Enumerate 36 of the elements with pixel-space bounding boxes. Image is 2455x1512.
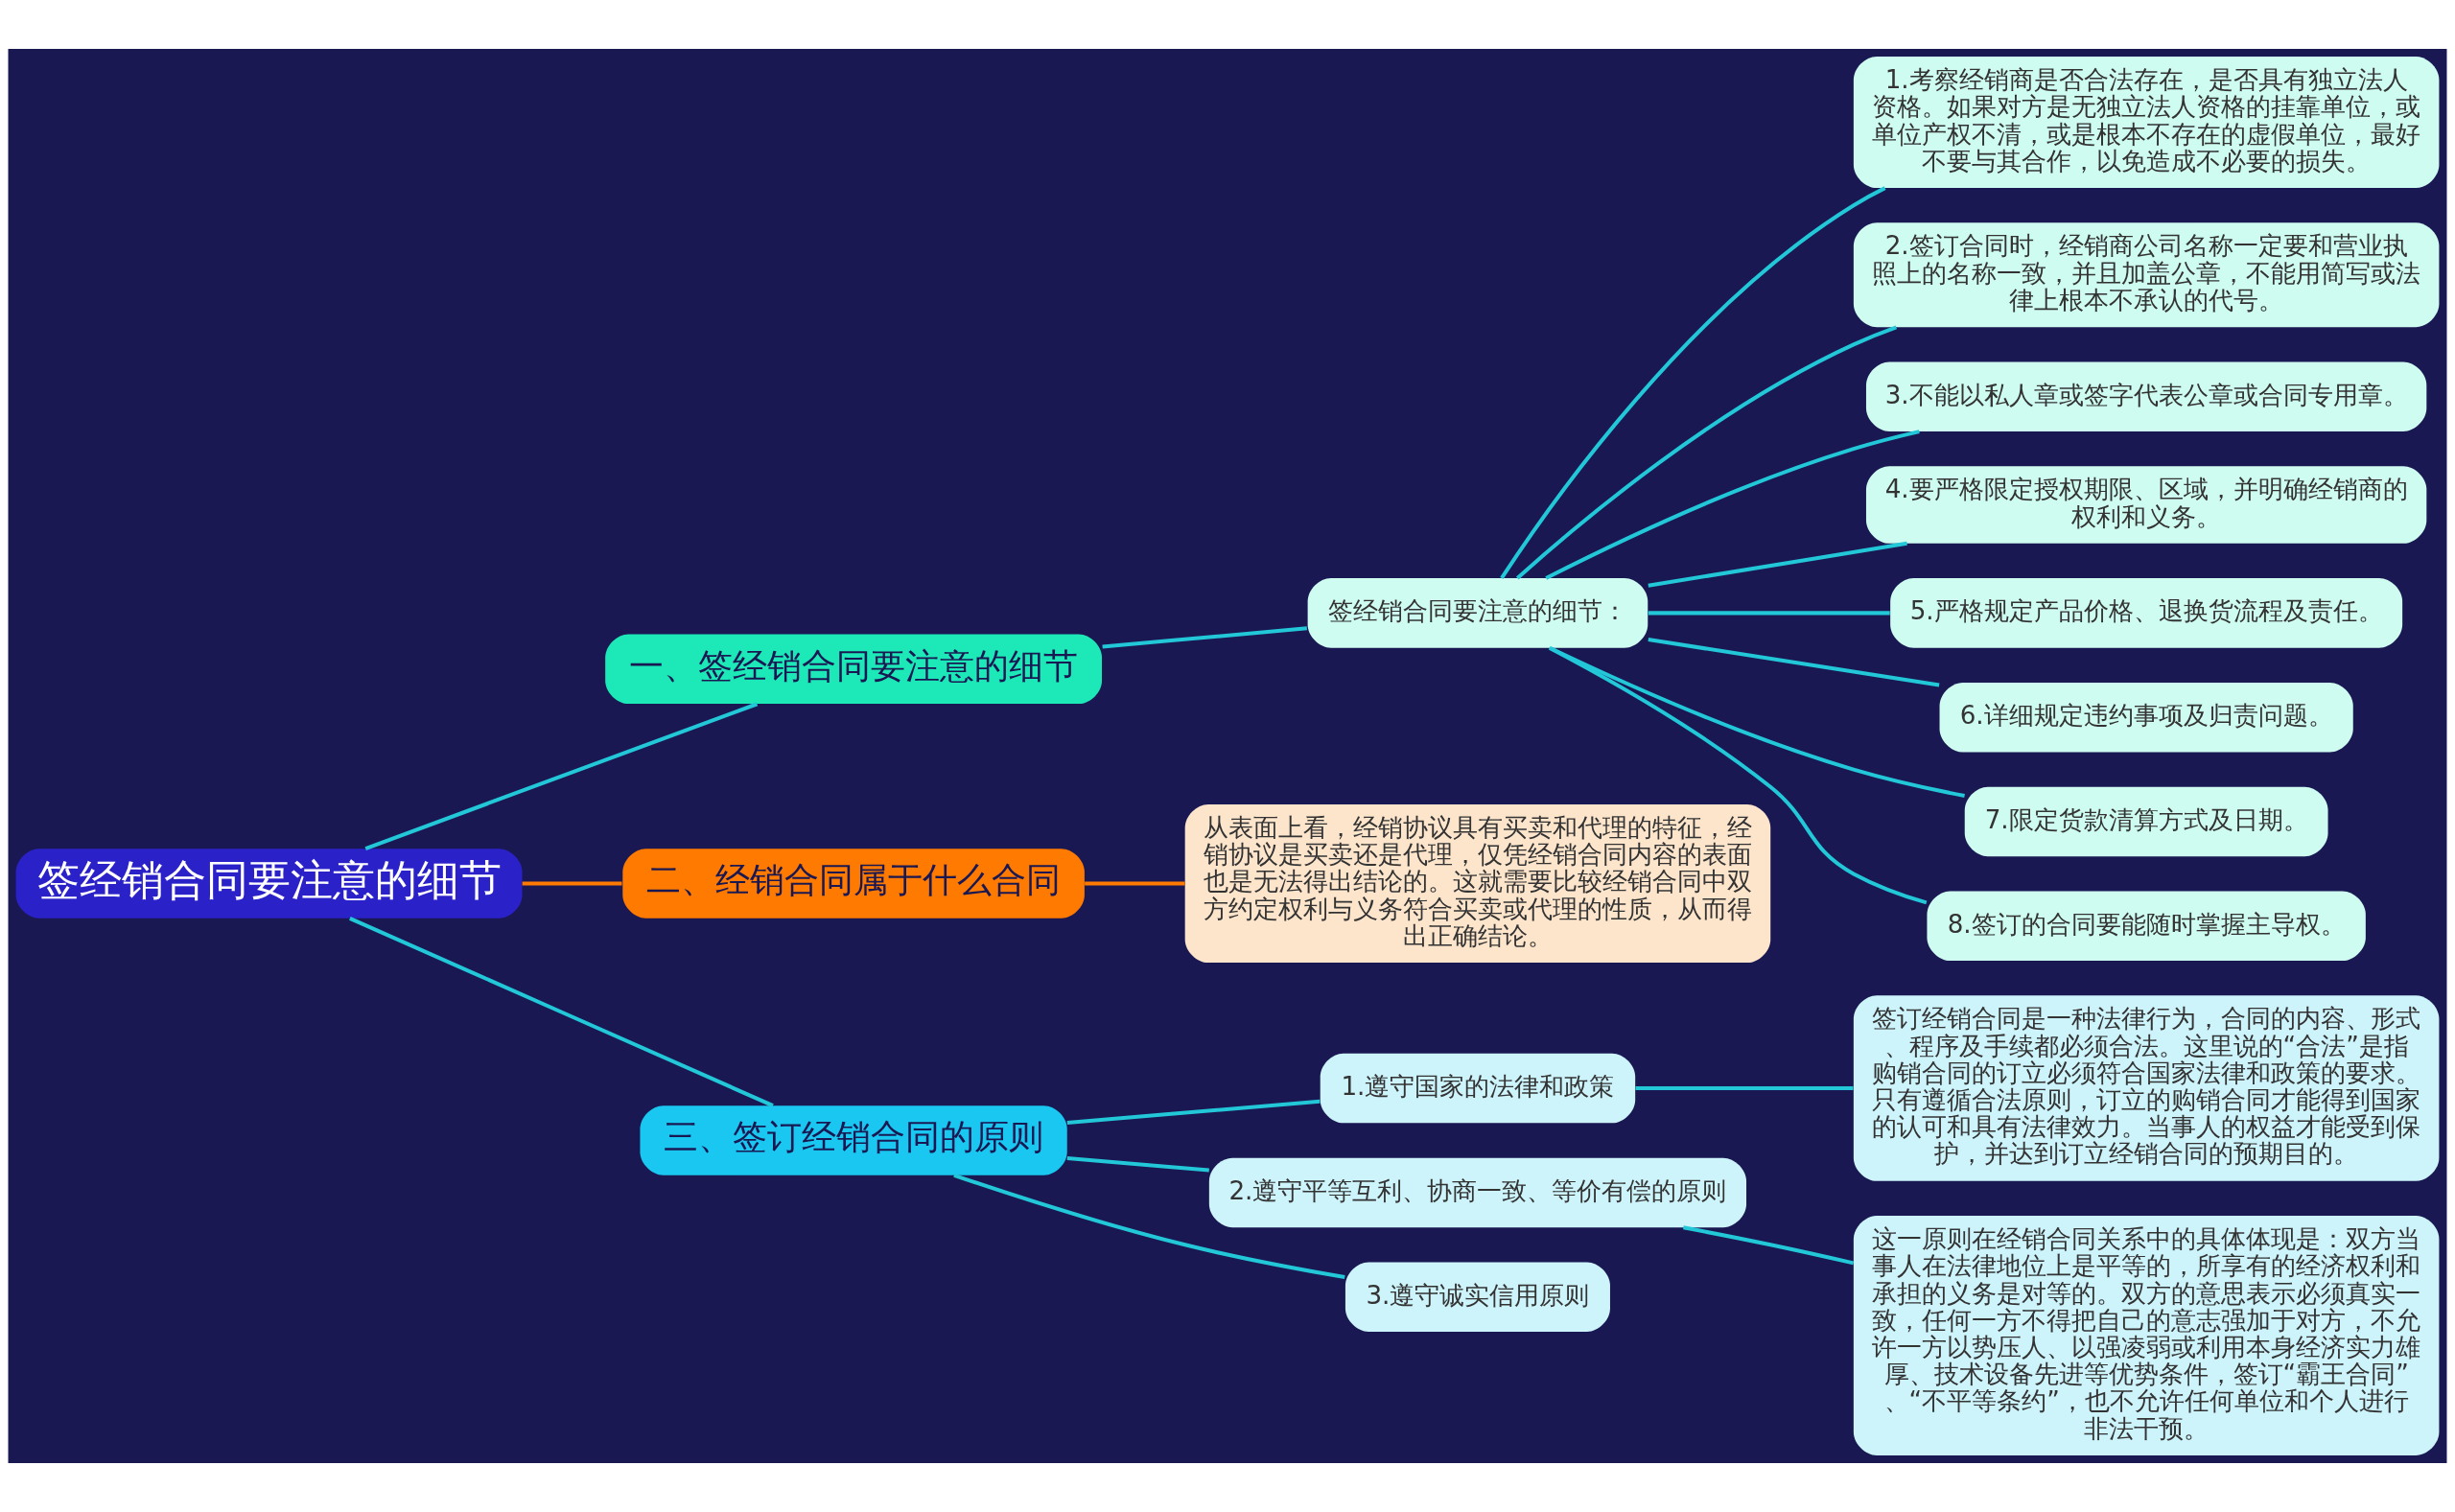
- connector: [1648, 638, 1940, 687]
- connector: [1635, 1086, 1854, 1091]
- connector: [1066, 1156, 1209, 1173]
- connector: [1648, 541, 1907, 588]
- connector: [349, 917, 774, 1107]
- node-box: 三、签订经销合同的原则: [640, 1105, 1067, 1175]
- connector: [522, 881, 622, 886]
- node-box: 签经销合同要注意的细节: [15, 849, 523, 919]
- node-box: 1.考察经销商是否合法存在，是否具有独立法人资格。如果对方是无独立法人资格的挂靠单位，或单位产权不清，或是根本不存在的虚假单位，最好不要与其合作，以免造成不必要的损失。: [1853, 57, 2440, 189]
- node-box: 2.签订合同时，经销商公司名称一定要和营业执照上的名称一致，并且加盖公章，不能用简写或法律上根本不承认的代号。: [1853, 222, 2440, 328]
- node-box: 二、经销合同属于什么合同: [622, 849, 1085, 919]
- connector: [1545, 430, 1920, 580]
- connector: [1500, 186, 1886, 580]
- connector: [1085, 881, 1185, 886]
- node-box: 从表面上看，经销协议具有买卖和代理的特征，经销协议是买卖还是代理，仅凭经销合同内容的表面也是无法得出结论的。这就需要比较经销合同中双方约定权利与义务符合买卖或代理的性质，从而得出正确结论。: [1184, 803, 1771, 964]
- connector: [1102, 626, 1307, 649]
- connector: [1683, 1225, 1855, 1266]
- node-box: 6.详细规定违约事项及归责问题。: [1939, 682, 2353, 753]
- node-box: 3.遵守诚实信用原则: [1344, 1262, 1610, 1332]
- node-box: 4.要严格限定授权期限、区域，并明确经销商的权利和义务。: [1865, 466, 2427, 544]
- connector: [364, 702, 759, 850]
- node-box: 签经销合同要注意的细节：: [1307, 578, 1648, 648]
- node-box: 2.遵守平等互利、协商一致、等价有偿的原则: [1208, 1157, 1747, 1228]
- connector: [1066, 1099, 1321, 1125]
- connector: [953, 1173, 1345, 1280]
- connector: [1515, 325, 1898, 580]
- node-box: 3.不能以私人章或签字代表公章或合同专用章。: [1865, 361, 2427, 431]
- node-box: 7.限定货款清算方式及日期。: [1964, 786, 2328, 857]
- connector: [1648, 611, 1890, 616]
- node-box: 1.遵守国家的法律和政策: [1320, 1053, 1636, 1124]
- node-box: 这一原则在经销合同关系中的具体体现是：双方当事人在法律地位上是平等的，所享有的经济权利和承担的义务是对等的。双方的意思表示必须真实一致，任何一方不得把自己的意志强加于对方，不允许一方以势压人、以强凌弱或利用本身经济实力雄厚、技术设备先进等优势条件，签订“霸王合同”、“不平等条约”，也不允许任何单位和个人进行非法干预。: [1853, 1216, 2440, 1455]
- node-box: 8.签订的合同要能随时掌握主导权。: [1927, 891, 2366, 962]
- node-box: 签订经销合同是一种法律行为，合同的内容、形式、程序及手续都必须合法。这里说的“合法”是指购销合同的订立必须符合国家法律和政策的要求。只有遵循合法原则，订立的购销合同才能得到国家的认可和具有法律效力。当事人的权益才能受到保护，并达到订立经销合同的预期目的。: [1853, 995, 2440, 1181]
- node-box: 一、签经销合同要注意的细节: [605, 634, 1102, 705]
- connector: [1548, 645, 1928, 905]
- node-box: 5.严格规定产品价格、退换货流程及责任。: [1890, 578, 2403, 648]
